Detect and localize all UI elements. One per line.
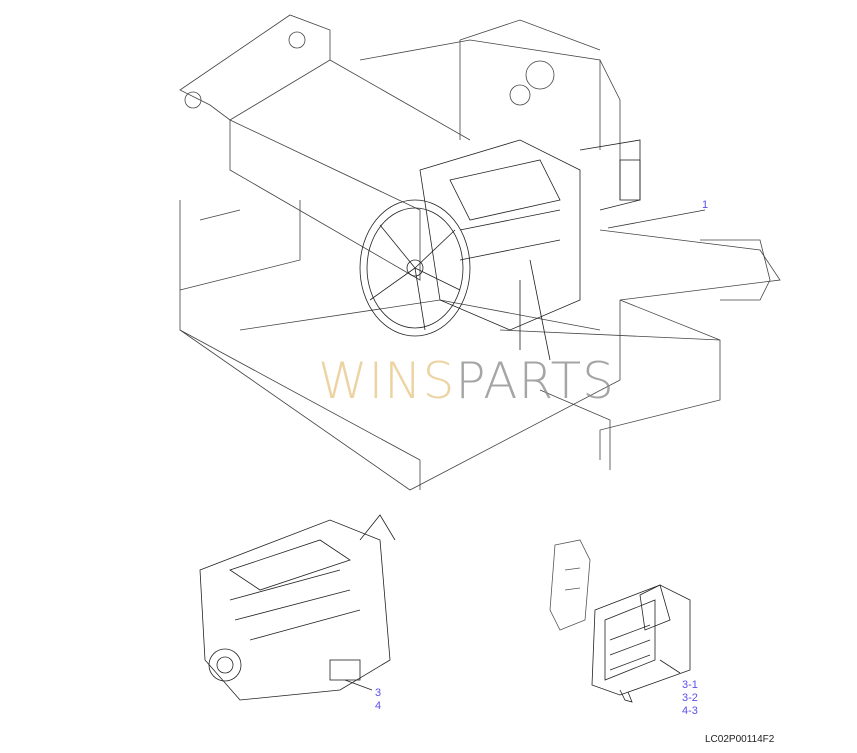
callout-3-1[interactable]: 3-1 — [682, 679, 698, 691]
ecu-unit — [591, 584, 691, 703]
fan — [359, 199, 471, 337]
drawing-code: LC02P00114F2 — [705, 734, 775, 745]
callout-1[interactable]: 1 — [702, 199, 709, 211]
callout-3[interactable]: 3 — [375, 687, 382, 699]
callout-3-2[interactable]: 3-2 — [682, 692, 698, 704]
watermark-part2: PARTS — [455, 352, 615, 410]
engine-detail — [199, 514, 396, 701]
watermark: WINSPARTS — [318, 352, 615, 410]
engine-assembly — [419, 139, 641, 361]
upper-frame — [179, 14, 781, 491]
ecu-bracket — [549, 539, 591, 631]
callout-4-3[interactable]: 4-3 — [682, 705, 698, 717]
callout-4[interactable]: 4 — [375, 700, 382, 712]
watermark-part1: WINS — [318, 352, 456, 410]
